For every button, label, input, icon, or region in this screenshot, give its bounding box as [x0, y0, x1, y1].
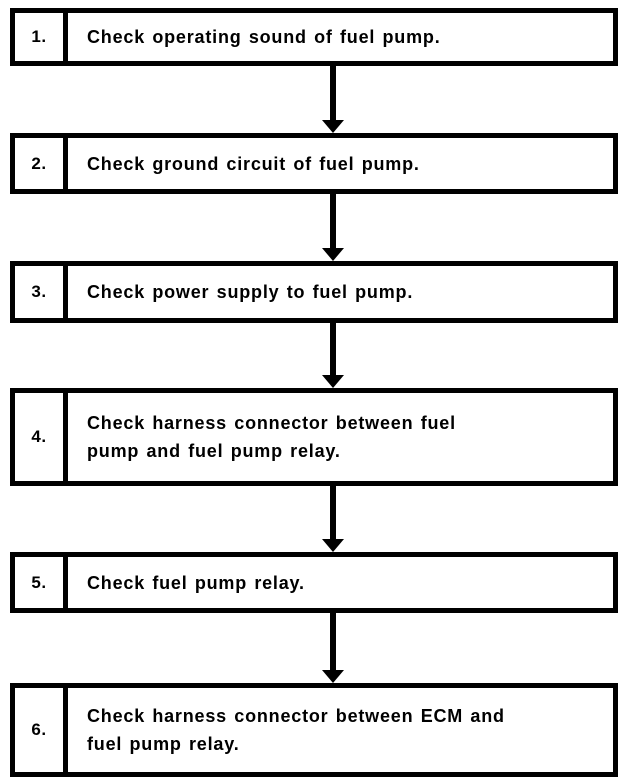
arrow-shaft [330, 486, 336, 541]
step-text: Check harness connector between fuel pum… [87, 413, 456, 461]
arrow-shaft [330, 323, 336, 377]
step-box-4: 4. Check harness connector between fuel … [10, 388, 618, 486]
step-text: Check operating sound of fuel pump. [87, 27, 441, 47]
arrow-shaft [330, 66, 336, 122]
step-text: Check ground circuit of fuel pump. [87, 153, 420, 174]
step-box-2: 2. Check ground circuit of fuel pump. [10, 133, 618, 194]
down-arrowhead-icon [322, 248, 344, 261]
step-number: 5. [15, 557, 68, 608]
step-box-3: 3. Check power supply to fuel pump. [10, 261, 618, 323]
down-arrow-connector [320, 486, 346, 552]
step-number: 6. [15, 688, 68, 772]
step-number: 3. [15, 266, 68, 318]
step-number: 1. [15, 13, 68, 61]
arrow-shaft [330, 613, 336, 672]
down-arrowhead-icon [322, 120, 344, 133]
step-number: 2. [15, 138, 68, 189]
step-box-5: 5. Check fuel pump relay. [10, 552, 618, 613]
down-arrowhead-icon [322, 670, 344, 683]
step-box-1: 1. Check operating sound of fuel pump. [10, 8, 618, 66]
step-box-6: 6. Check harness connector between ECM a… [10, 683, 618, 777]
down-arrow-connector [320, 194, 346, 261]
step-text: Check power supply to fuel pump. [87, 282, 414, 302]
down-arrow-connector [320, 613, 346, 683]
arrow-shaft [330, 194, 336, 250]
down-arrow-connector [320, 323, 346, 388]
down-arrowhead-icon [322, 539, 344, 552]
down-arrow-connector [320, 66, 346, 133]
step-text: Check harness connector between ECM and … [87, 706, 505, 754]
step-text: Check fuel pump relay. [87, 572, 305, 593]
down-arrowhead-icon [322, 375, 344, 388]
step-number: 4. [15, 393, 68, 481]
